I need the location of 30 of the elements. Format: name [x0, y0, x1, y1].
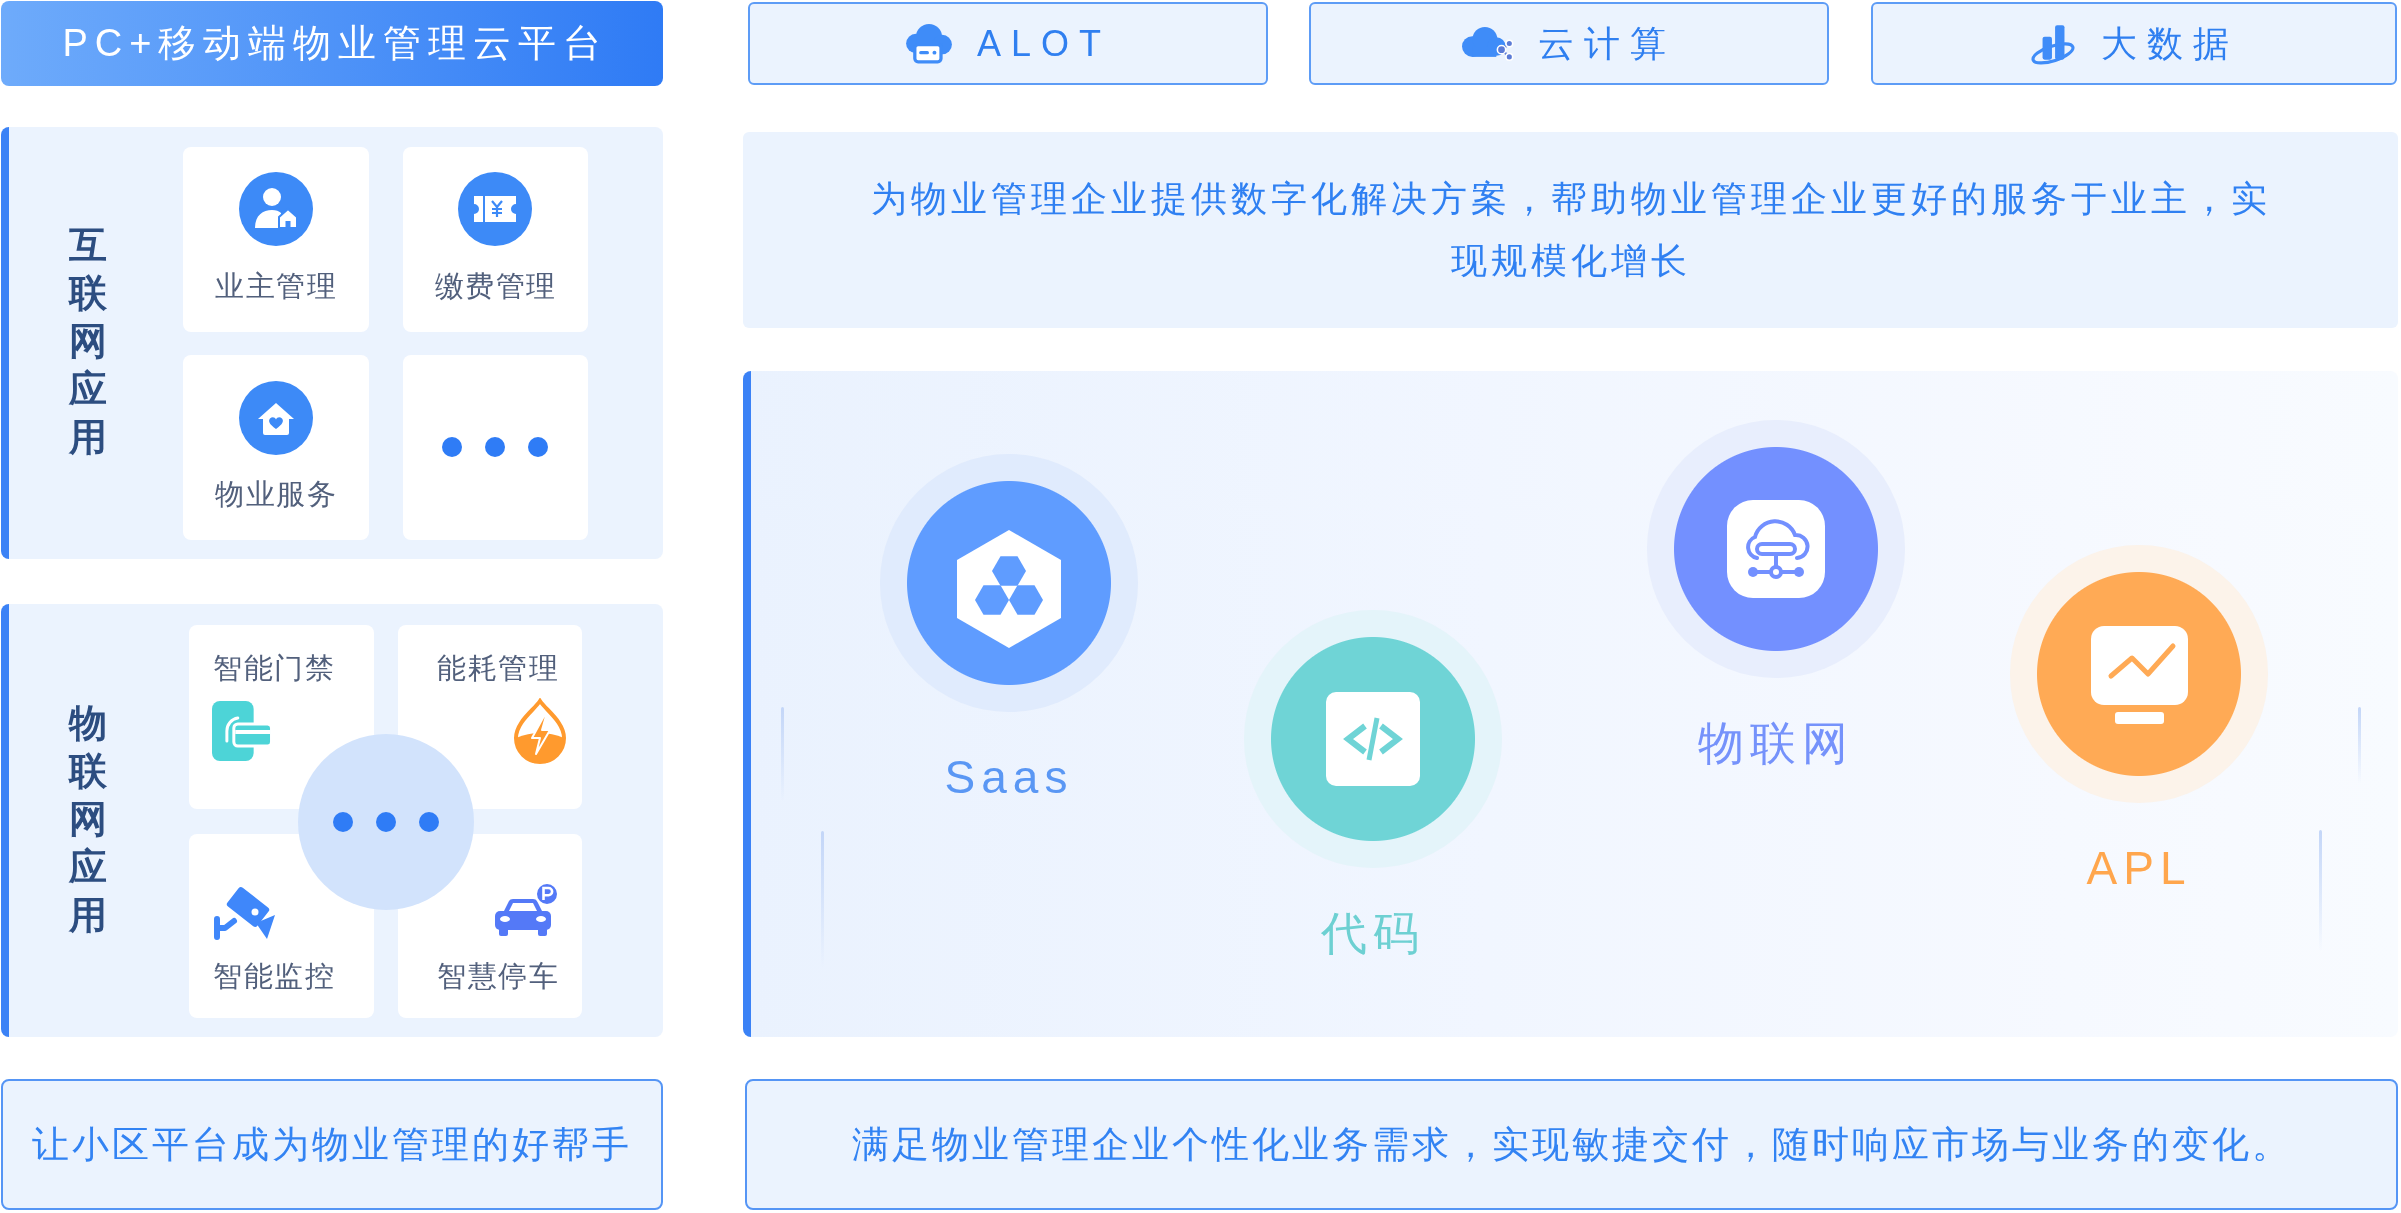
app-card: [403, 147, 588, 332]
category-panel: [1, 604, 663, 1037]
card-label: 能耗管理: [437, 651, 559, 686]
tag-box: [1871, 2, 2397, 85]
card-label: 智能监控: [213, 959, 335, 994]
slogan-box: 让小区平台成为物业管理的好帮手: [1, 1079, 663, 1210]
feature-panel: [743, 371, 2398, 1037]
card-label: 智慧停车: [437, 959, 559, 994]
card-label: 缴费管理: [434, 269, 557, 304]
circle-label: APL: [2086, 842, 2192, 894]
tag-box: [1309, 2, 1829, 85]
app-card: [183, 355, 369, 540]
tag-box: [748, 2, 1268, 85]
description-box: 为物业管理企业提供数字化解决方案，帮助物业管理企业更好的服务于业主，实现规模化增长: [743, 132, 2398, 328]
circle-label: Saas: [944, 751, 1074, 803]
panel-heading: 互联网应用: [68, 223, 108, 460]
tag-label: 大数据: [2101, 21, 2239, 66]
app-card: [183, 147, 369, 332]
tag-label: 云计算: [1538, 21, 1676, 66]
circle-label: 物联网: [1698, 717, 1854, 769]
card-label: 业主管理: [215, 269, 337, 304]
app-card: [403, 355, 588, 540]
card-label: 智能门禁: [213, 651, 335, 686]
card-label: 物业服务: [215, 477, 337, 512]
tag-label: ALOT: [977, 21, 1111, 66]
circle-label: 代码: [1321, 907, 1425, 959]
title-banner: PC+移动端物业管理云平台: [1, 1, 663, 86]
panel-heading: 物联网应用: [68, 701, 108, 938]
category-panel: [1, 127, 663, 559]
slogan-box: 满足物业管理企业个性化业务需求，实现敏捷交付，随时响应市场与业务的变化。: [745, 1079, 2398, 1210]
